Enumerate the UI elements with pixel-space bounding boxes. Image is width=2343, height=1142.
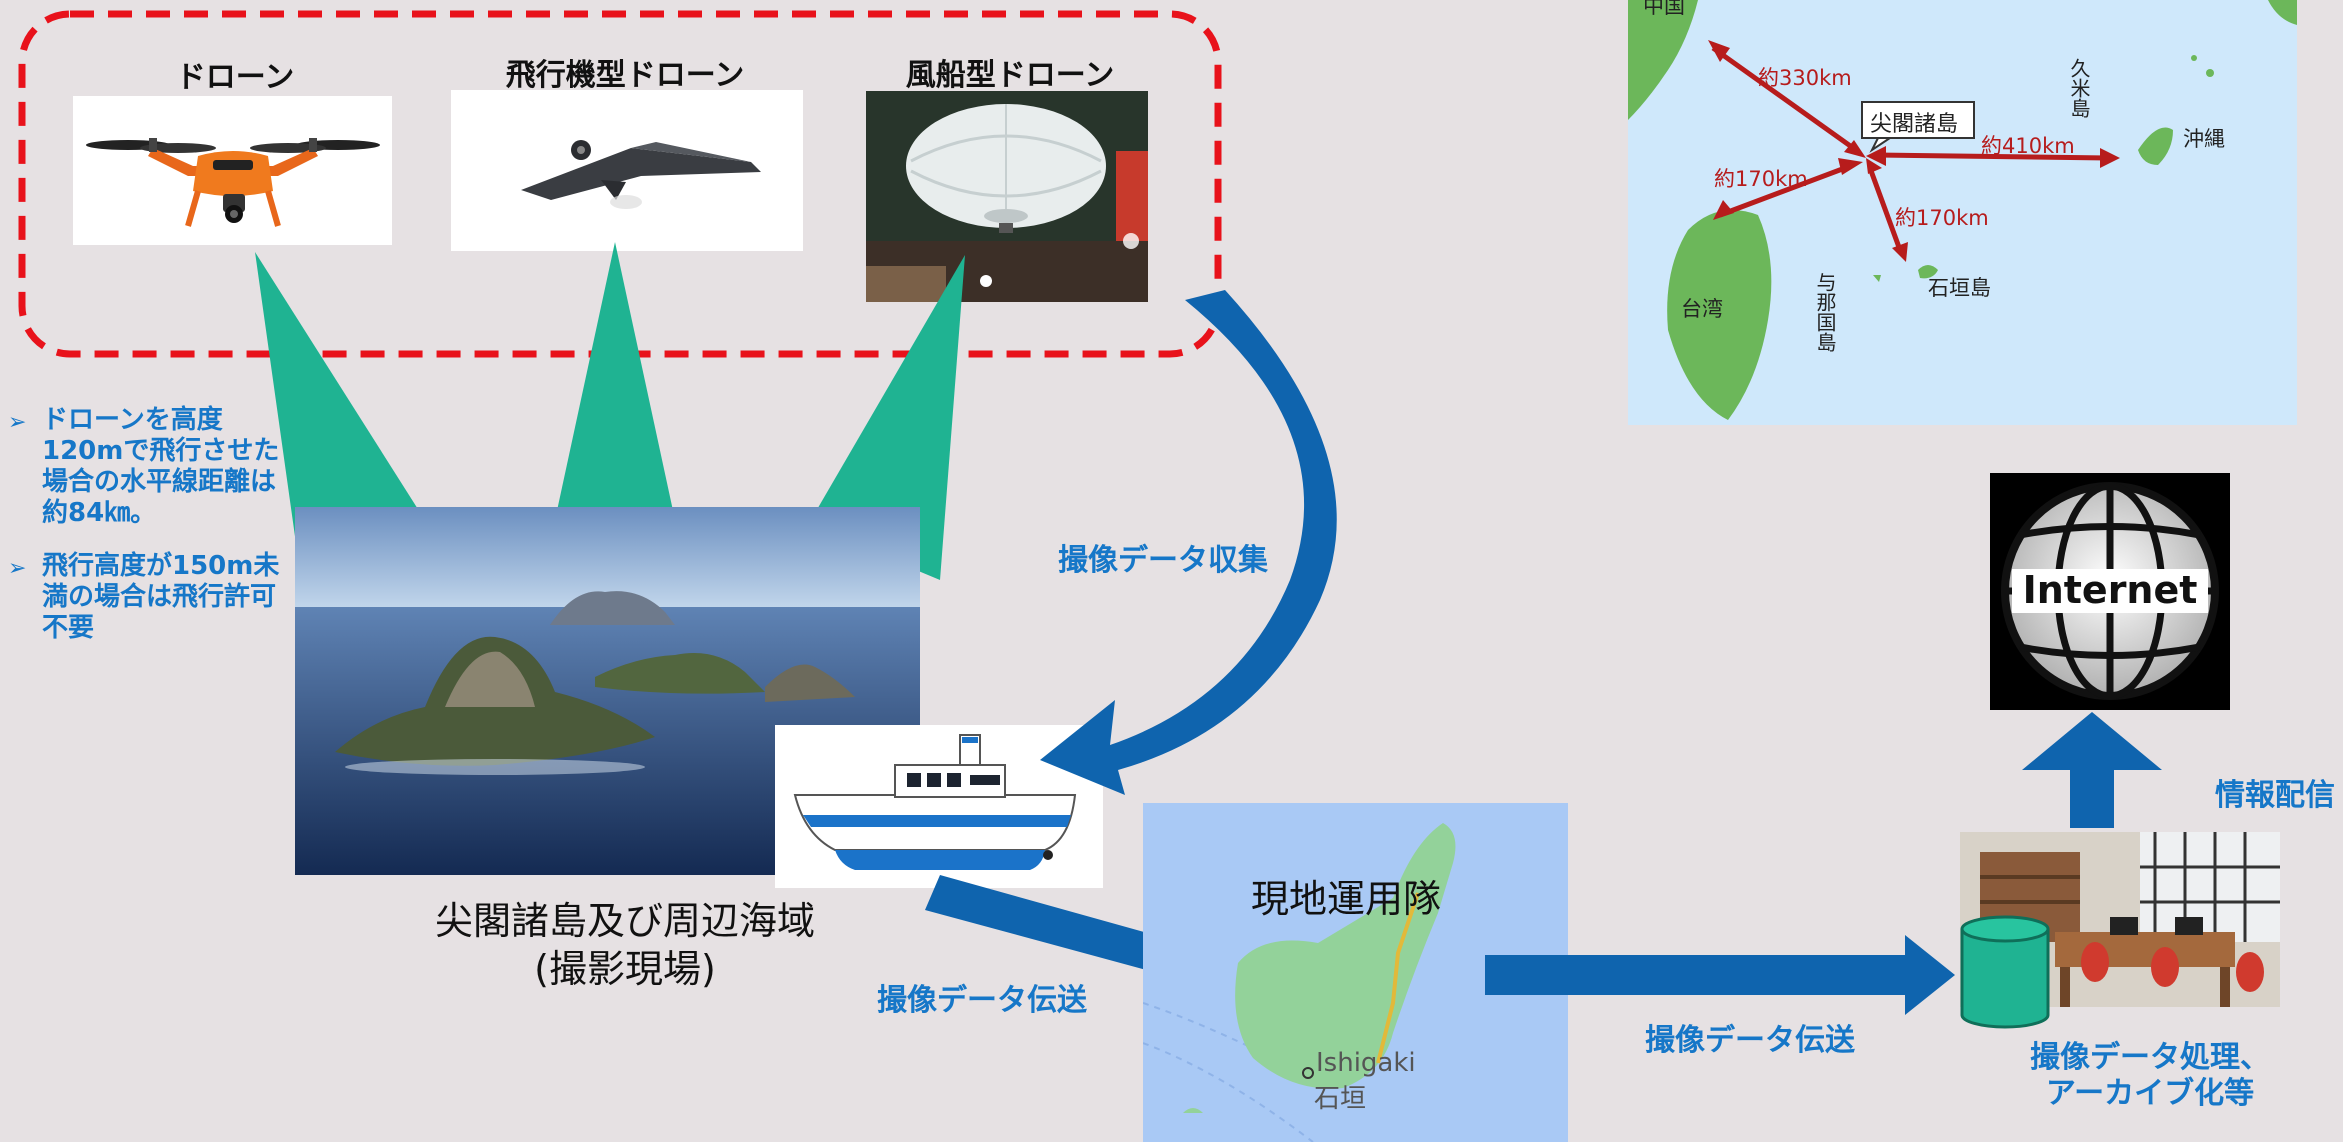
ishigaki-island-label: 石垣島: [1928, 276, 1991, 300]
collect-label: 撮像データ収集: [1058, 543, 1268, 578]
senkaku-callout: 尖閣諸島: [1870, 112, 1959, 137]
camera-beams: [255, 242, 965, 580]
blimp-drone-image: [866, 91, 1148, 302]
processing-line1: 撮像データ処理、: [2030, 1040, 2270, 1075]
beam-wing: [547, 242, 683, 557]
drone-notes: ➢ドローンを高度120mで飛行させた場合の水平線距離は約84㎞。 ➢飛行高度が1…: [0, 405, 280, 666]
quadcopter-drone-image: [73, 96, 392, 245]
fixed-wing-drone-image: [451, 90, 803, 251]
quad-drone-label: ドローン: [175, 60, 295, 95]
distribute-label: 情報配信: [2215, 778, 2335, 813]
storage-cylinder-icon: [1960, 915, 2050, 1029]
kume-island-label: 久米島: [2067, 58, 2091, 118]
beam-blimp: [808, 255, 965, 580]
transmit-label-1: 撮像データ伝送: [877, 983, 1087, 1018]
yonaguni-label: 与那国島: [1813, 272, 1837, 352]
fixed-wing-drone-label: 飛行機型ドローン: [505, 58, 745, 93]
transmit-label-2: 撮像データ伝送: [1645, 1023, 1855, 1058]
distance-china-label: 約330km: [1758, 66, 1852, 90]
china-label: 中国: [1643, 0, 1685, 18]
senkaku-islands-photo: [295, 507, 920, 875]
processing-label: 撮像データ処理、 アーカイブ化等: [1980, 1040, 2320, 1112]
internet-globe-icon: Internet: [1990, 473, 2230, 710]
site-title: 尖閣諸島及び周辺海域 (撮影現場): [405, 897, 845, 993]
distance-okinawa-label: 約410km: [1981, 134, 2075, 158]
field-team-label: 現地運用隊: [1251, 877, 1442, 921]
distance-taiwan-label: 約170km: [1714, 167, 1808, 191]
processing-line2: アーカイブ化等: [2045, 1076, 2255, 1111]
region-distance-map: 中国 約330km 尖閣諸島 久米島 約410km 沖縄 約170km 約170…: [1628, 0, 2297, 425]
okinawa-label: 沖縄: [2183, 127, 2225, 151]
site-title-line1: 尖閣諸島及び周辺海域: [434, 899, 815, 943]
bullet-arrow-icon: ➢: [8, 410, 27, 435]
taiwan-label: 台湾: [1681, 297, 1723, 321]
ishigaki-jp-label: 石垣: [1314, 1084, 1367, 1114]
bullet-arrow-icon: ➢: [8, 556, 27, 581]
beam-quad: [255, 252, 428, 572]
collect-arrow: [1040, 290, 1337, 795]
note-item: ➢飛行高度が150m未満の場合は飛行許可不要: [8, 551, 280, 643]
blimp-drone-label: 風船型ドローン: [905, 58, 1115, 93]
site-title-line2: (撮影現場): [534, 947, 716, 991]
note-item: ➢ドローンを高度120mで飛行させた場合の水平線距離は約84㎞。: [8, 405, 280, 528]
distance-ishigaki-label: 約170km: [1895, 206, 1989, 230]
drone-group-frame: [18, 10, 1222, 358]
internet-label: Internet: [2022, 568, 2198, 612]
ishigaki-en-label: Ishigaki: [1316, 1048, 1416, 1078]
ship-image: [775, 725, 1103, 888]
